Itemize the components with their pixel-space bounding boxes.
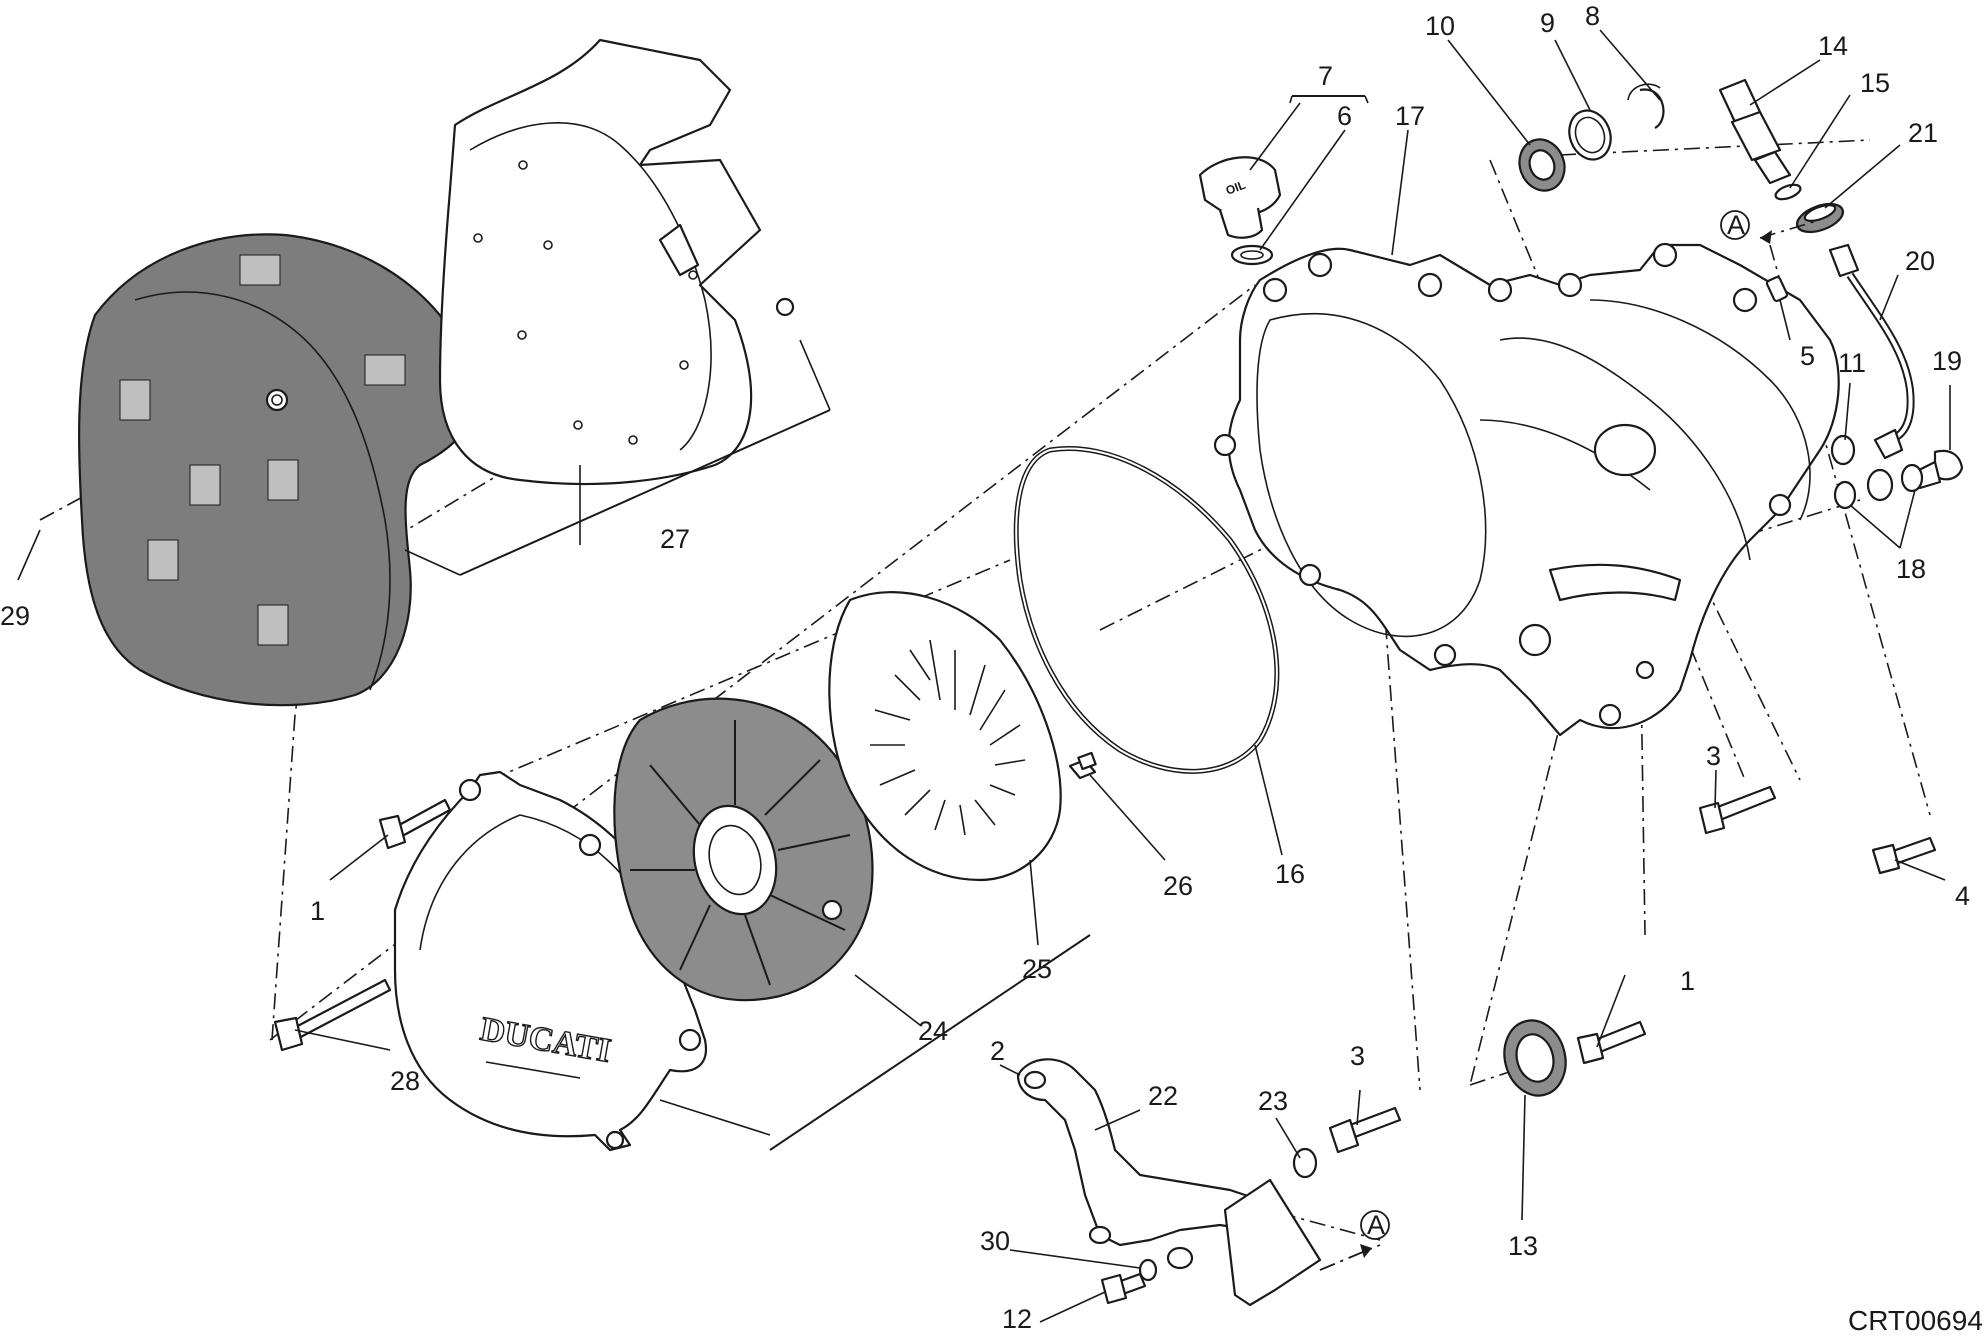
- callout-23: 23: [1258, 1086, 1288, 1116]
- part-10-oil-seal: [1518, 138, 1566, 192]
- bracket-cover: [659, 934, 1091, 1151]
- part-21-grommet: [1795, 202, 1845, 234]
- callout-3-upper: 3: [1706, 741, 1721, 771]
- part-22-bracket: [1016, 1058, 1322, 1307]
- bracket-27: [404, 339, 831, 576]
- part-28-long-bolt: [273, 978, 392, 1052]
- callout-18: 18: [1896, 554, 1926, 584]
- reference-arrow-upper: A: [1720, 210, 1821, 244]
- leader-lines: [17, 29, 1951, 1323]
- part-24-clutch-plate: [613, 697, 874, 1002]
- callout-6: 6: [1337, 101, 1352, 131]
- callout-22: 22: [1148, 1081, 1178, 1111]
- callout-5: 5: [1800, 341, 1815, 371]
- reference-marker-lower: A: [1367, 1210, 1385, 1240]
- bracket-7: [1289, 95, 1369, 104]
- callout-27: 27: [660, 524, 690, 554]
- callout-1-right: 1: [1680, 966, 1695, 996]
- callout-7: 7: [1318, 61, 1333, 91]
- part-9-washer: [1568, 109, 1612, 161]
- part-30-washer: [1138, 1258, 1158, 1282]
- callout-21: 21: [1908, 118, 1938, 148]
- callout-2: 2: [990, 1036, 1005, 1066]
- callout-9: 9: [1540, 8, 1555, 38]
- part-18-washers: [1833, 463, 1924, 510]
- callout-30: 30: [980, 1226, 1010, 1256]
- part-15-washer: [1774, 183, 1802, 201]
- part-4-bolt: [1871, 836, 1937, 875]
- callout-24: 24: [918, 1016, 948, 1046]
- part-8-circlip: [1627, 83, 1665, 129]
- callout-26: 26: [1163, 871, 1193, 901]
- part-20-hose: [1828, 243, 1915, 460]
- drawing-code: CRT00694: [1848, 1305, 1983, 1336]
- part-26-small-bolt: [1068, 751, 1097, 780]
- part-6-washer: [1230, 244, 1274, 266]
- callout-16: 16: [1275, 859, 1305, 889]
- callout-11: 11: [1838, 348, 1866, 378]
- part-14-sensor: [1718, 78, 1792, 185]
- part-1-bolt-lower: [1576, 1020, 1647, 1065]
- callout-17: 17: [1395, 101, 1425, 131]
- oil-cap-text: OIL: [1224, 178, 1248, 198]
- callout-12: 12: [1002, 1304, 1032, 1334]
- part-27-inner-shroud: [438, 38, 795, 486]
- callout-13: 13: [1508, 1231, 1538, 1261]
- part-11-washer: [1830, 434, 1856, 466]
- callout-1-left: 1: [310, 896, 325, 926]
- part-12-bolt: [1100, 1272, 1147, 1305]
- part-3-bolt-lower: [1328, 1106, 1402, 1154]
- part-16-o-ring: [1013, 446, 1280, 774]
- callout-3-lower: 3: [1350, 1041, 1365, 1071]
- reference-arrow-lower: A: [1319, 1210, 1390, 1271]
- callout-20: 20: [1905, 246, 1935, 276]
- callout-15: 15: [1860, 68, 1890, 98]
- callout-25: 25: [1022, 954, 1052, 984]
- part-25-perforated-disc: [828, 591, 1062, 882]
- callout-29: 29: [0, 601, 30, 631]
- part-17-crankcase-cover: [1213, 242, 1840, 737]
- part-5-dowel: [1765, 275, 1789, 303]
- callout-28: 28: [390, 1066, 420, 1096]
- callout-8: 8: [1585, 1, 1600, 31]
- callout-19: 19: [1932, 346, 1962, 376]
- callout-14: 14: [1818, 31, 1848, 61]
- callout-10: 10: [1425, 11, 1455, 41]
- reference-marker-upper: A: [1727, 210, 1745, 240]
- part-29-outer-cover: [77, 233, 477, 707]
- callout-4: 4: [1955, 881, 1970, 911]
- part-3-bolt-upper: [1698, 785, 1777, 835]
- part-13-oil-seal: [1503, 1019, 1567, 1097]
- part-7-oil-cap: OIL: [1198, 156, 1282, 239]
- mesh-patches: [119, 254, 406, 646]
